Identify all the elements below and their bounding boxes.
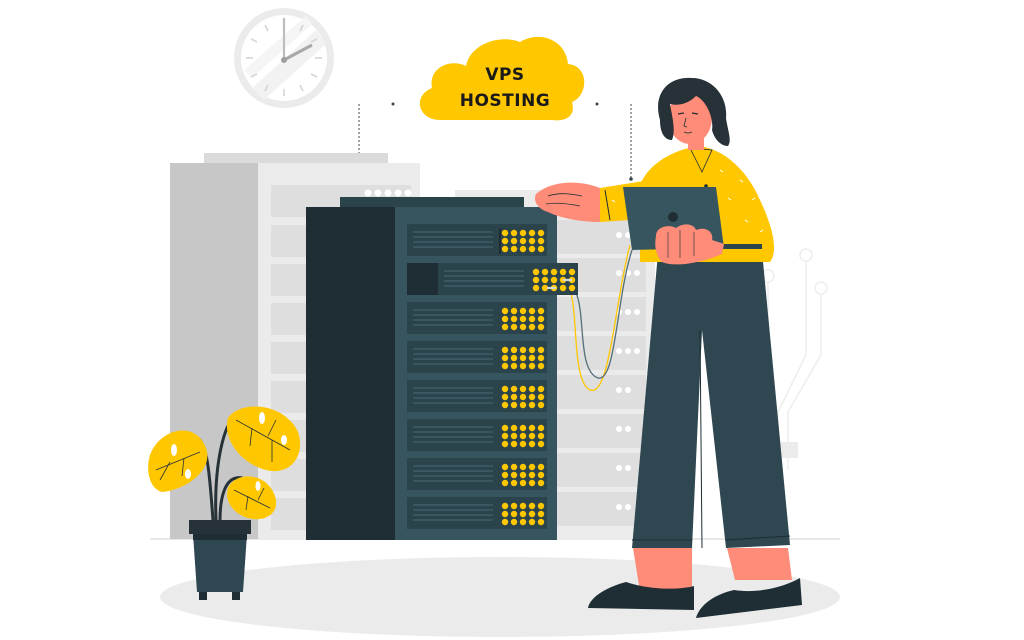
potted-monstera-plant-icon [148,406,301,600]
hand-on-rack [534,182,600,222]
cloud-line-2: HOSTING [460,91,551,111]
indicator-lights [501,229,576,526]
clock-hour-hand [283,43,313,62]
wall-clock-icon [234,8,334,108]
woman-with-tablet [534,77,802,618]
right-shoe [696,578,802,618]
vps-hosting-cloud: VPS HOSTING [419,36,585,121]
face [668,92,712,144]
cloud-line-1: VPS [485,65,524,85]
hand-holding-tablet [655,224,724,265]
foreground-server-rack [306,197,578,540]
hair [658,77,730,146]
left-shoe [588,582,694,610]
network-cable [566,244,633,391]
